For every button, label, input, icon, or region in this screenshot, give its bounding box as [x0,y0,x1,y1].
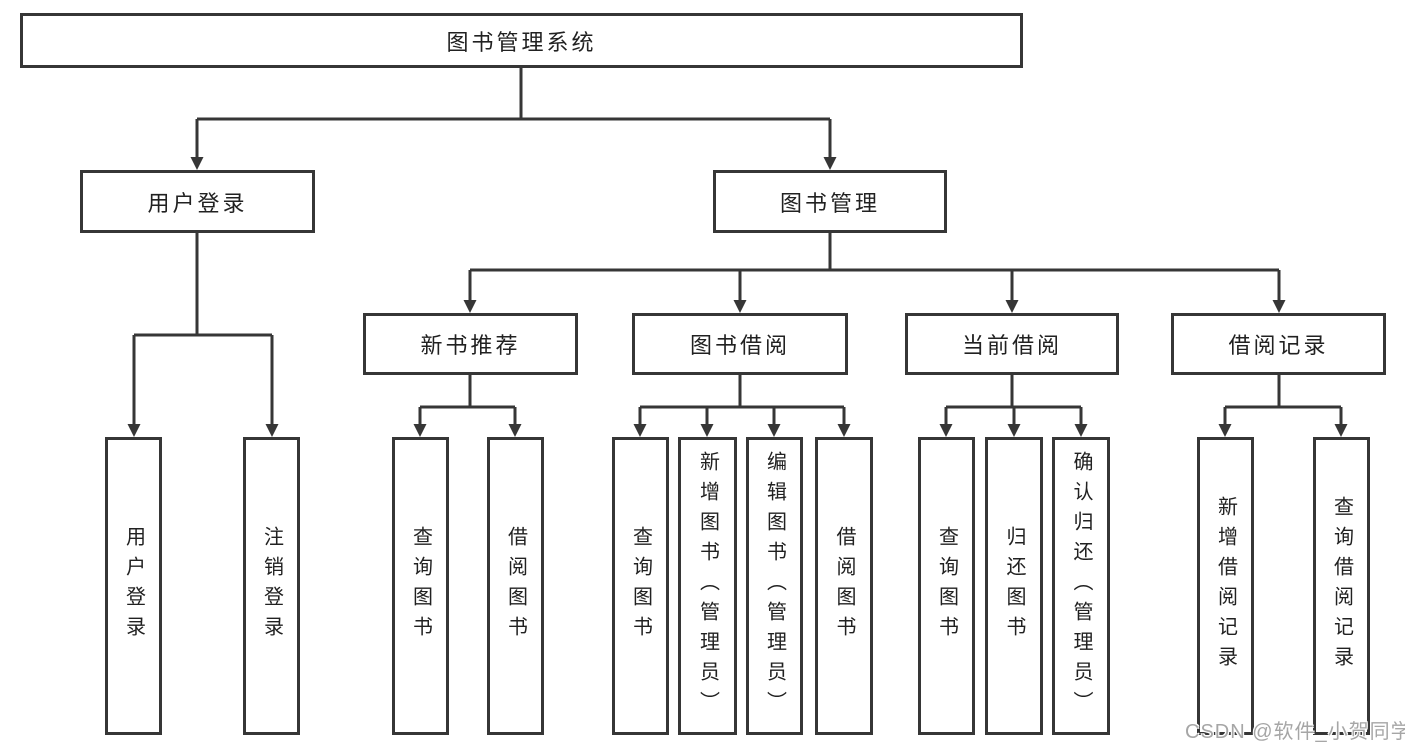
leaf-edit-book-admin-label: 编辑图书（管理员） [763,451,786,721]
node-library-management-system: 图书管理系统 [20,13,1023,68]
leaf-borrow-books-label: 借阅图书 [833,526,855,646]
leaf-query-books-borrow: 查询图书 [612,437,669,735]
leaf-return-book: 归还图书 [985,437,1043,735]
leaf-confirm-return-admin: 确认归还（管理员） [1052,437,1110,735]
leaf-query-books-recommend-label: 查询图书 [409,526,432,646]
leaf-confirm-return-admin-label: 确认归还（管理员） [1070,451,1092,721]
node-book-management: 图书管理 [713,170,947,233]
node-current-borrowing: 当前借阅 [905,313,1119,375]
node-user-login: 用户登录 [80,170,315,233]
leaf-return-book-label: 归还图书 [1003,526,1025,646]
leaf-add-book-admin: 新增图书（管理员） [678,437,737,735]
leaf-query-borrow-record-label: 查询借阅记录 [1330,496,1353,676]
leaf-user-login: 用户登录 [105,437,162,735]
leaf-query-books-recommend: 查询图书 [392,437,449,735]
node-book-borrowing: 图书借阅 [632,313,848,375]
csdn-watermark: CSDN @软件_小贺同学 [1185,721,1405,743]
leaf-logout-label: 注销登录 [260,526,283,646]
leaf-borrow-books-recommend: 借阅图书 [487,437,544,735]
leaf-query-books-current-label: 查询图书 [935,526,958,646]
node-borrowing-records: 借阅记录 [1171,313,1386,375]
leaf-logout: 注销登录 [243,437,300,735]
leaf-user-login-label: 用户登录 [122,526,145,646]
leaf-borrow-books-recommend-label: 借阅图书 [504,526,527,646]
leaf-query-books-current: 查询图书 [918,437,975,735]
leaf-borrow-books: 借阅图书 [815,437,873,735]
node-new-book-recommend: 新书推荐 [363,313,578,375]
leaf-add-borrow-record-label: 新增借阅记录 [1214,496,1237,676]
leaf-edit-book-admin: 编辑图书（管理员） [746,437,803,735]
leaf-query-borrow-record: 查询借阅记录 [1313,437,1370,735]
leaf-add-book-admin-label: 新增图书（管理员） [696,451,719,721]
leaf-query-books-borrow-label: 查询图书 [629,526,652,646]
leaf-add-borrow-record: 新增借阅记录 [1197,437,1254,735]
